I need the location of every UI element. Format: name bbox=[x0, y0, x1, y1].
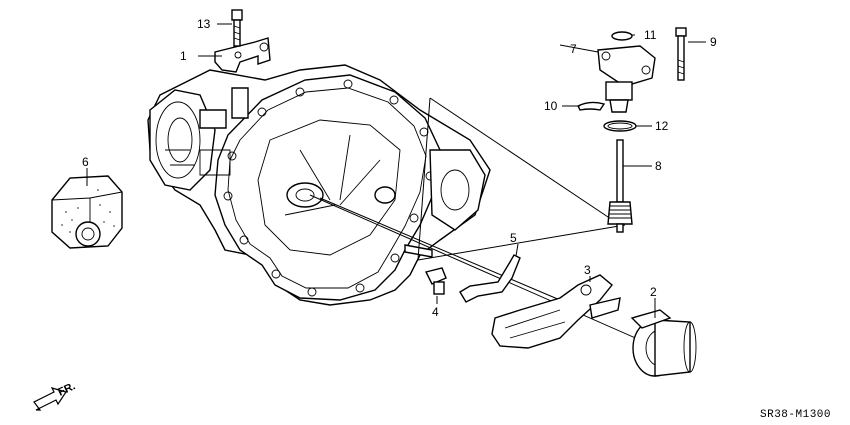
leader-lines bbox=[86, 23, 706, 318]
sensor-housing-part bbox=[597, 45, 656, 113]
direction-label: FR. bbox=[56, 380, 77, 398]
callout-12: 12 bbox=[655, 119, 669, 133]
callout-4: 4 bbox=[432, 305, 439, 319]
callout-7: 7 bbox=[570, 42, 577, 56]
diagram-code: SR38-M1300 bbox=[760, 409, 831, 421]
bracket-part bbox=[214, 37, 271, 73]
guide-lines bbox=[309, 97, 641, 341]
release-bearing-part bbox=[630, 309, 697, 377]
callout-9: 9 bbox=[710, 35, 717, 49]
spring-clip-part bbox=[459, 254, 521, 303]
callout-10: 10 bbox=[544, 99, 558, 113]
mount-part bbox=[51, 175, 123, 249]
clip-part bbox=[577, 101, 606, 111]
callout-1: 1 bbox=[180, 49, 187, 63]
callout-8: 8 bbox=[655, 159, 662, 173]
bolt-part-4 bbox=[424, 267, 447, 295]
callout-2: 2 bbox=[650, 285, 657, 299]
forward-arrow-icon bbox=[33, 387, 67, 411]
o-ring-part-11 bbox=[611, 31, 633, 41]
driven-gear-part bbox=[607, 139, 633, 233]
bolt-part-13 bbox=[231, 9, 243, 47]
callout-6: 6 bbox=[82, 155, 89, 169]
o-ring-part-12 bbox=[603, 120, 637, 132]
bolt-part-9 bbox=[675, 27, 687, 81]
callout-5: 5 bbox=[510, 231, 517, 245]
callout-3: 3 bbox=[584, 263, 591, 277]
callout-11: 11 bbox=[644, 28, 657, 42]
callout-13: 13 bbox=[197, 17, 211, 31]
transmission-housing bbox=[147, 64, 491, 306]
release-fork-part bbox=[491, 274, 621, 349]
